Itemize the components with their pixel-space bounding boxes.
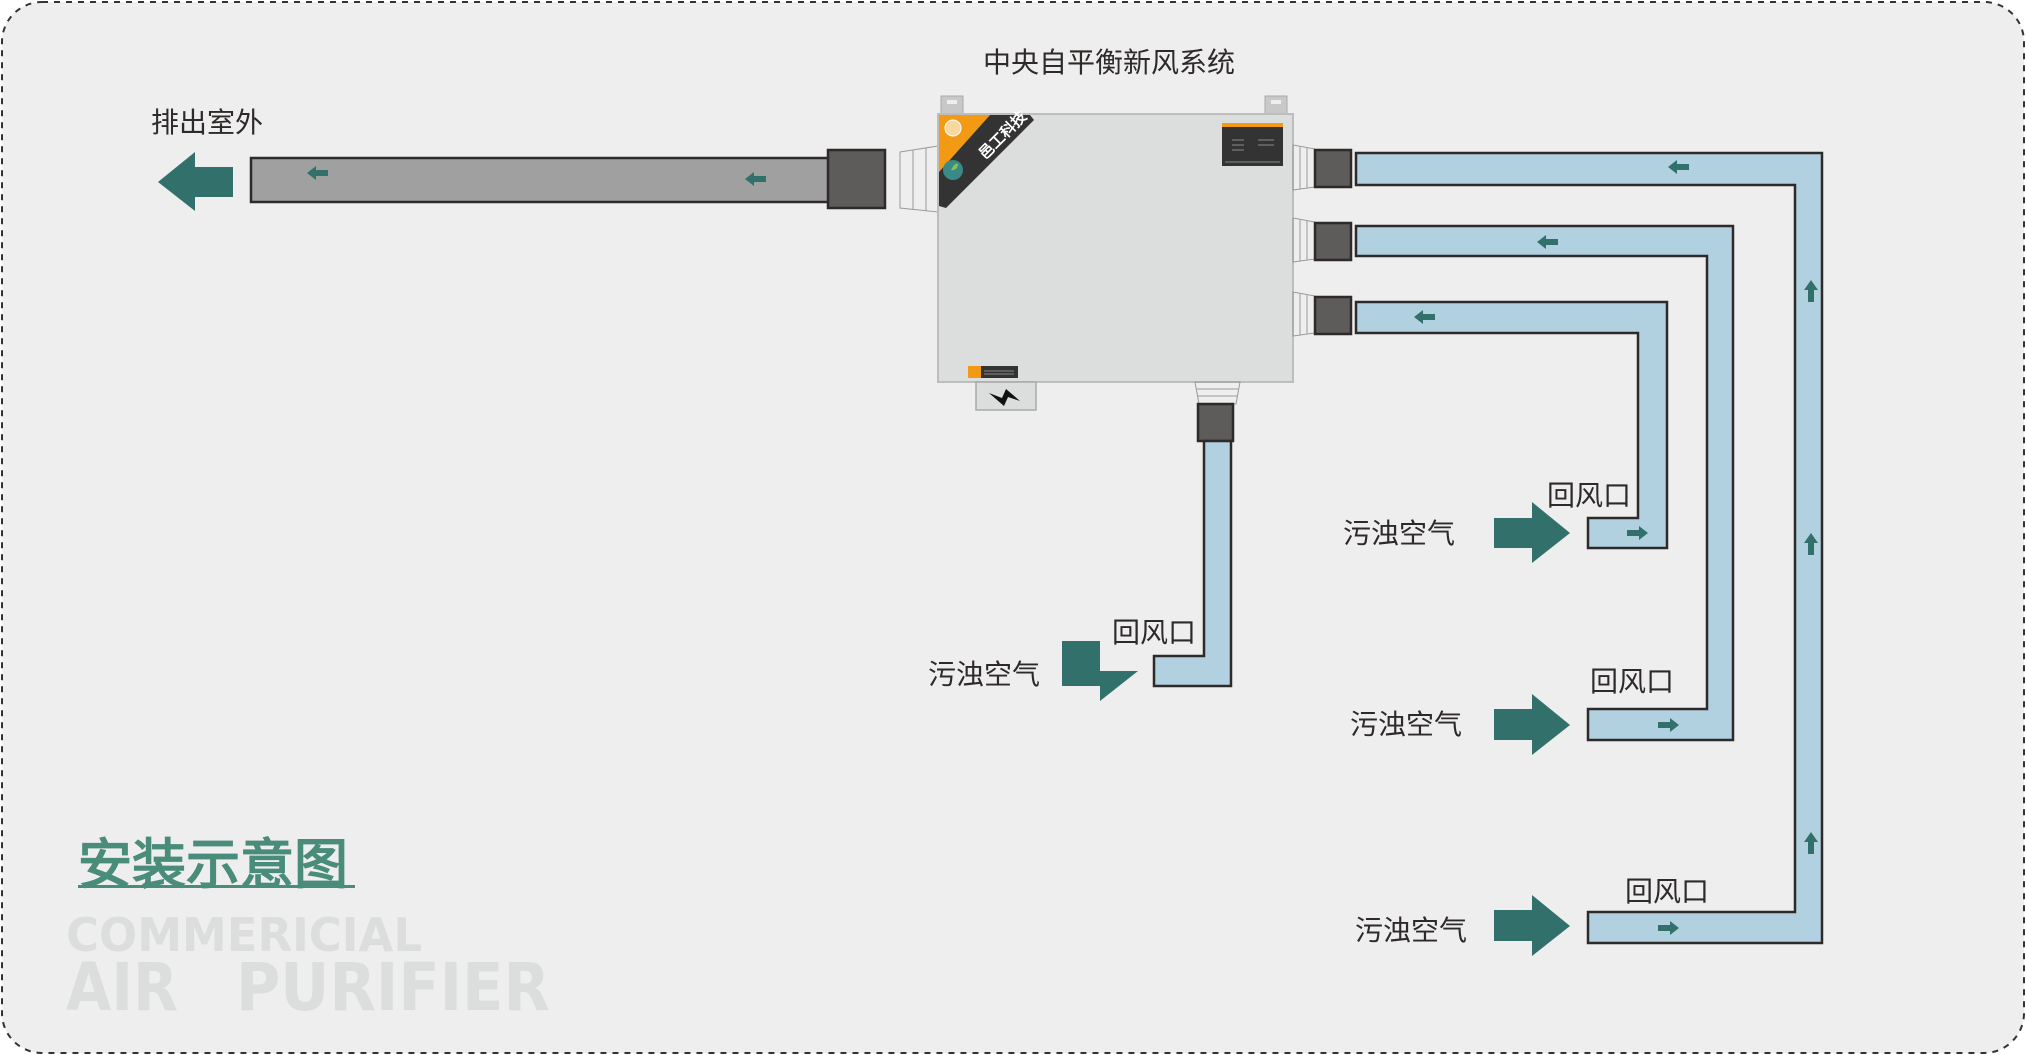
flow-arrow-icon: [1414, 310, 1435, 324]
vent-label: 回风口: [1547, 479, 1631, 512]
vent-label: 回风口: [1625, 875, 1709, 908]
return-connector-2: [1313, 221, 1353, 262]
mount-bracket-left: [940, 95, 964, 115]
spec-label: [1222, 123, 1283, 166]
watermark-line1: COMMERICIAL: [66, 908, 422, 962]
dirty-air-arrow-icon: [1494, 694, 1570, 755]
warning-label: [968, 366, 1018, 378]
flow-arrow-icon: [1537, 235, 1558, 249]
flow-arrow-icon: [1627, 526, 1648, 540]
exhaust-connector: [826, 148, 887, 210]
vent-label: 回风口: [1590, 665, 1674, 698]
dirty-air-label: 污浊空气: [1355, 914, 1467, 947]
flow-arrow-icon: [1804, 280, 1818, 302]
flow-arrow-icon: [307, 166, 328, 180]
flow-arrow-icon: [1804, 832, 1818, 854]
exhaust-duct: [249, 156, 831, 204]
dirty-air-arrow-icon: [1494, 895, 1570, 956]
section-title-underline: [78, 885, 355, 888]
return-duct-1: [1354, 151, 1824, 945]
system-title: 中央自平衡新风系统: [983, 46, 1235, 79]
return-duct-3: [1354, 300, 1669, 550]
center-flange: [1194, 381, 1241, 405]
return-connector-1: [1313, 148, 1353, 189]
dirty-air-arrow-icon: [1062, 641, 1138, 701]
mount-bracket-right: [1264, 95, 1288, 115]
return-duct-center: [1152, 439, 1233, 688]
watermark-line2b: PURIFIER: [236, 949, 550, 1026]
flow-arrow-icon: [1668, 160, 1689, 174]
return-connector-3: [1313, 295, 1353, 336]
lightning-icon: [989, 389, 1020, 406]
exhaust-label: 排出室外: [151, 106, 263, 139]
return-duct-2: [1354, 224, 1735, 742]
exhaust-arrow-icon: [158, 152, 233, 211]
vent-label: 回风口: [1112, 616, 1196, 649]
center-connector: [1196, 402, 1235, 443]
flow-arrow-icon: [745, 172, 766, 186]
flow-arrow-icon: [1658, 921, 1679, 935]
watermark-line2a: AIR: [66, 949, 178, 1026]
dirty-air-label: 污浊空气: [928, 658, 1040, 691]
dirty-air-label: 污浊空气: [1343, 517, 1455, 550]
flow-arrow-icon: [1804, 533, 1818, 555]
dirty-air-label: 污浊空气: [1350, 708, 1462, 741]
dirty-air-arrow-icon: [1494, 502, 1570, 563]
flow-arrow-icon: [1658, 718, 1679, 732]
